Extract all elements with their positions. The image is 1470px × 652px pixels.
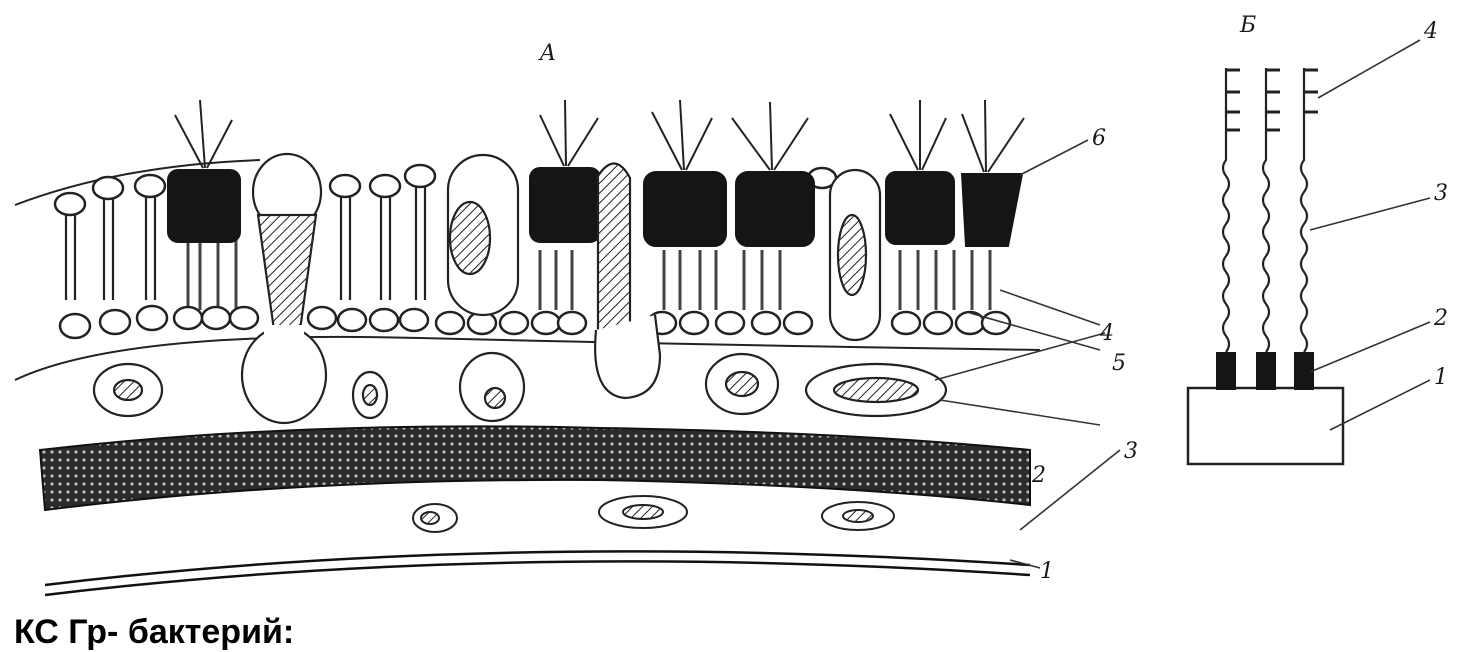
periplasm-inclusions (94, 353, 946, 421)
lps-core-block (1188, 388, 1343, 464)
inner-inclusions (413, 496, 894, 532)
panel-b-label-2: 2 (1433, 306, 1448, 331)
cytoplasmic-membrane-inner (45, 561, 1030, 595)
label-4: 4 (1099, 321, 1114, 346)
label-2: 2 (1031, 463, 1046, 488)
figure-caption: КС Гр- бактерий: (14, 612, 294, 652)
panel-b-label-1: 1 (1434, 365, 1448, 390)
lipid-a-anchors (1216, 352, 1314, 390)
panel-a: A (15, 41, 1138, 595)
panel-a-label: A (538, 41, 556, 66)
panel-b-label: Б (1239, 13, 1256, 38)
panel-b-label-3: 3 (1434, 181, 1448, 206)
panel-b-leaders (1310, 40, 1430, 430)
label-5: 5 (1112, 351, 1126, 376)
panel-b: Б 4 3 2 1 (1188, 13, 1448, 464)
label-3: 3 (1124, 439, 1138, 464)
lipid-tails-upper (66, 187, 425, 300)
panel-b-label-4: 4 (1423, 19, 1438, 44)
label-6: 6 (1092, 126, 1106, 151)
peptidoglycan-layer (40, 426, 1030, 510)
label-1: 1 (1040, 559, 1054, 584)
